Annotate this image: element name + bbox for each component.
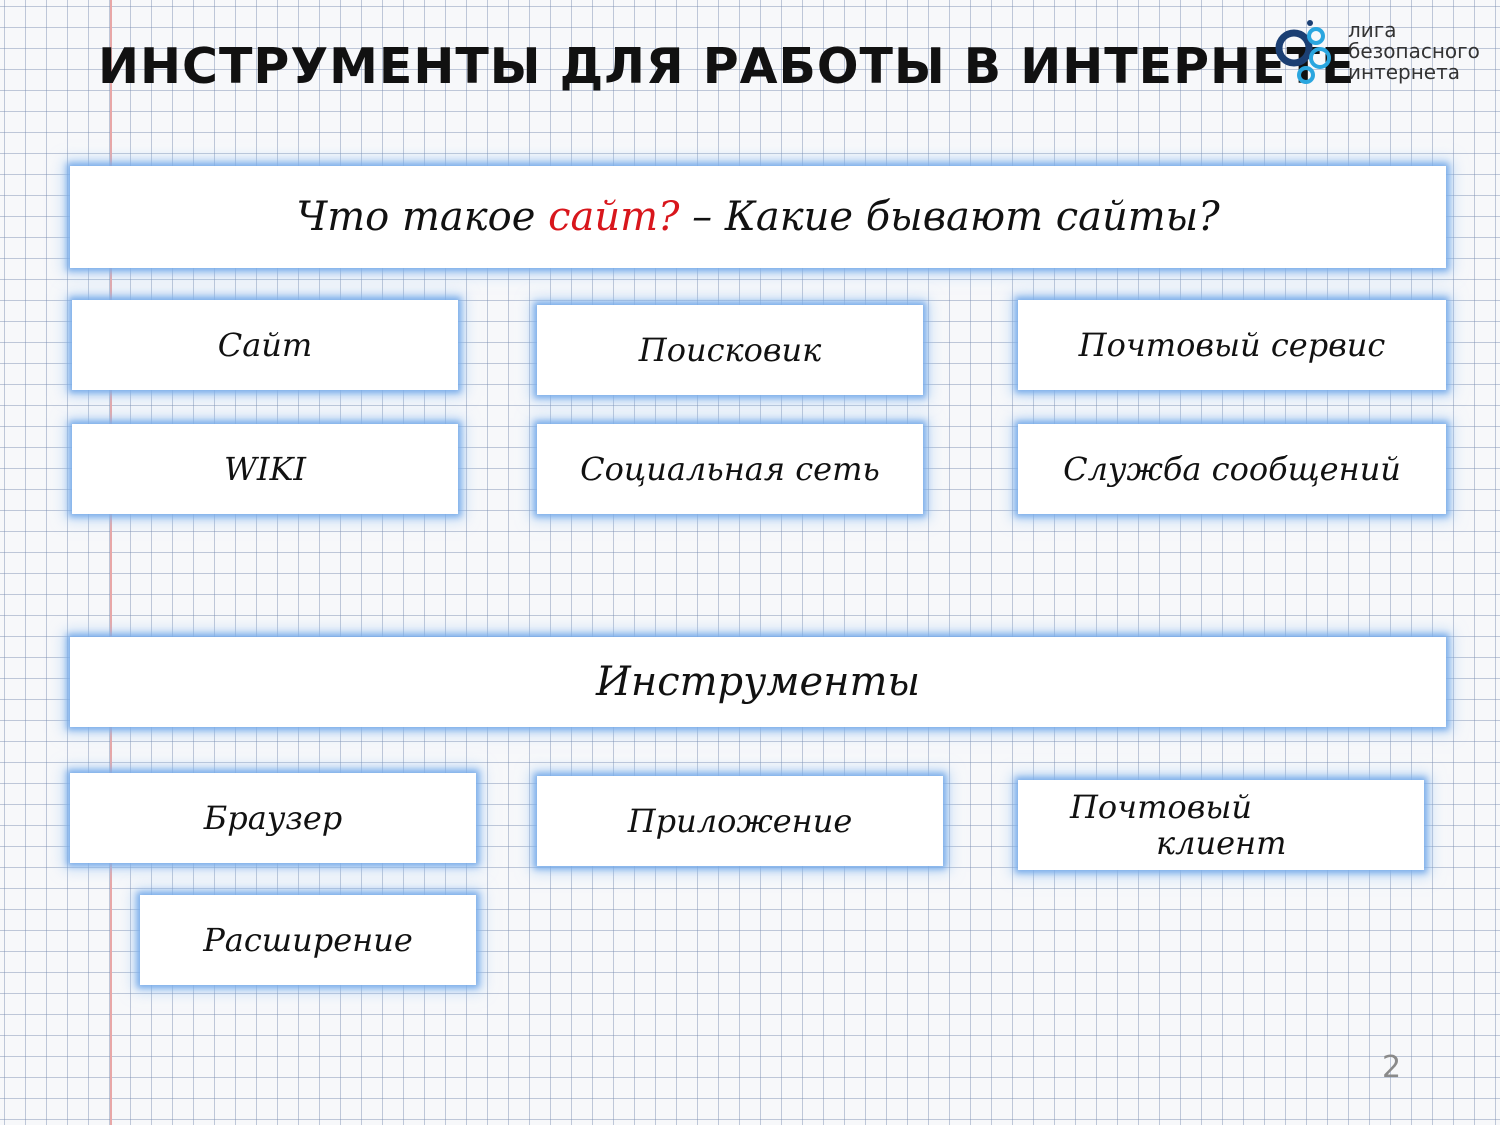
- card-browser: Браузер: [70, 773, 476, 863]
- heading-accent-word: сайт?: [548, 194, 680, 240]
- logo-line-1: лига: [1348, 18, 1397, 42]
- logo-line-3: интернета: [1348, 60, 1461, 84]
- card-label-line-2: клиент: [1156, 824, 1287, 862]
- card-label: WIKI: [223, 450, 307, 488]
- card-label-line-1: Почтовый: [1070, 788, 1252, 826]
- card-messaging-service: Служба сообщений: [1018, 424, 1446, 514]
- page-number: 2: [1382, 1050, 1402, 1085]
- card-mail-client: Почтовый клиент: [1018, 780, 1424, 870]
- card-extension: Расширение: [140, 895, 476, 985]
- card-label: Браузер: [203, 799, 343, 837]
- section-heading-tools: Инструменты: [70, 637, 1446, 727]
- card-social-network: Социальная сеть: [537, 424, 923, 514]
- logo-line-2: безопасного: [1348, 39, 1480, 63]
- card-label: Приложение: [627, 802, 853, 840]
- page-title: ИНСТРУМЕНТЫ ДЛЯ РАБОТЫ В ИНТЕРНЕТЕ: [98, 38, 1356, 95]
- card-search-engine: Поисковик: [537, 305, 923, 395]
- card-application: Приложение: [537, 776, 943, 866]
- notebook-margin-line: [110, 0, 112, 1125]
- card-label: Социальная сеть: [580, 450, 880, 488]
- card-wiki: WIKI: [72, 424, 458, 514]
- heading-text: Инструменты: [595, 659, 921, 705]
- card-site: Сайт: [72, 300, 458, 390]
- card-label: Поисковик: [638, 331, 822, 369]
- logo-text: лига безопасного интернета: [1348, 20, 1488, 83]
- card-label: Расширение: [203, 921, 413, 959]
- section-heading-sites: Что такое сайт? – Какие бывают сайты?: [70, 166, 1446, 268]
- card-label: Почтовый сервис: [1078, 326, 1386, 364]
- heading-text-2: – Какие бывают сайты?: [679, 194, 1220, 240]
- card-mail-service: Почтовый сервис: [1018, 300, 1446, 390]
- card-label: Служба сообщений: [1063, 450, 1401, 488]
- card-label: Сайт: [217, 326, 313, 364]
- heading-text-1: Что такое: [296, 194, 549, 240]
- circles-logo-icon: [1275, 20, 1331, 84]
